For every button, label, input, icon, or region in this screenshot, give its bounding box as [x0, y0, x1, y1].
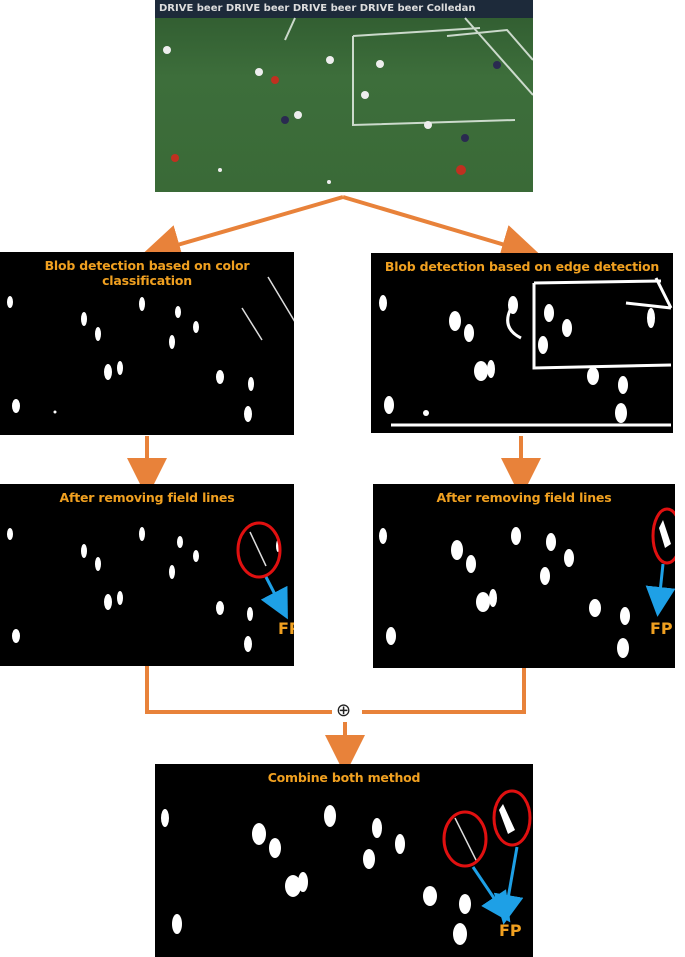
- arrow-to-edge-blob: [342, 195, 542, 264]
- svg-text:DRIVE beer DRIVE beer DRIVE be: DRIVE beer DRIVE beer DRIVE beer DRIVE b…: [159, 3, 476, 14]
- arrow-to-color-blob: [140, 195, 344, 264]
- fp-circle: [651, 507, 675, 565]
- edge-blob-title: Blob detection based on edge detection: [384, 259, 660, 274]
- fp-label: FP: [278, 619, 294, 638]
- soccer-field-image: DRIVE beer DRIVE beer DRIVE beer DRIVE b…: [155, 0, 533, 192]
- fp-arrow: [645, 563, 675, 617]
- edge-removed-panel: After removing field lines FP: [373, 484, 675, 668]
- field-scene: DRIVE beer DRIVE beer DRIVE beer DRIVE b…: [155, 0, 533, 184]
- merge-line-left: [145, 666, 332, 714]
- fp-arrow-2: [493, 846, 524, 925]
- combined-mask: [161, 789, 532, 945]
- fp-arrow: [260, 576, 288, 620]
- edge-blob-mask: [379, 277, 673, 427]
- color-removed-mask: [7, 521, 288, 652]
- combine-operator: ⊕: [336, 700, 352, 721]
- fp-circle: [236, 521, 282, 579]
- ad-board: [155, 0, 533, 18]
- fp-arrow-1: [471, 866, 511, 923]
- color-removed-panel: After removing field lines FP: [0, 484, 294, 666]
- edge-removed-title: After removing field lines: [436, 490, 612, 505]
- merge-line-right: [362, 668, 526, 714]
- color-blob-panel: Blob detection based on color classifica…: [0, 252, 294, 435]
- fp-circle-2: [492, 789, 532, 847]
- color-removed-title: After removing field lines: [59, 490, 235, 505]
- color-blob-title: Blob detection based on color classifica…: [44, 258, 250, 288]
- fp-label: FP: [650, 619, 673, 638]
- fp-label: FP: [499, 921, 522, 940]
- edge-blob-panel: Blob detection based on edge detection: [371, 253, 673, 433]
- color-blob-mask: [7, 276, 294, 422]
- edge-removed-mask: [379, 507, 675, 658]
- combined-title: Combine both method: [267, 770, 421, 785]
- fp-circle-1: [442, 810, 488, 868]
- combined-panel: Combine both method FP: [155, 764, 533, 957]
